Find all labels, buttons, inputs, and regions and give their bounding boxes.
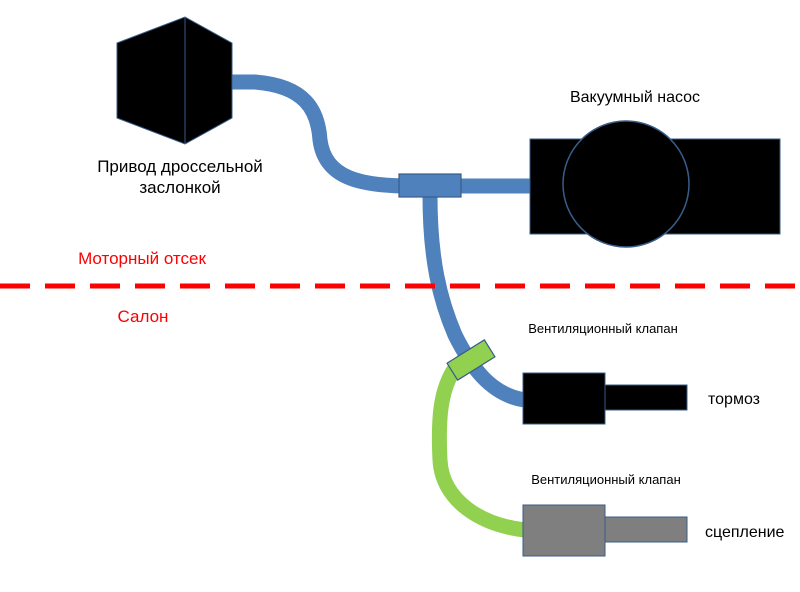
check-valve xyxy=(446,339,496,381)
vacuum-pump-rotor xyxy=(562,120,690,248)
vent-valve-bottom-label: Вентиляционный клапан xyxy=(531,472,681,487)
hose-green-to-clutch xyxy=(431,363,526,538)
vacuum-pump-label: Вакуумный насос xyxy=(570,89,700,106)
tee-connector xyxy=(398,173,462,198)
hose-tee-to-brake xyxy=(422,195,527,408)
throttle-actuator xyxy=(116,16,233,145)
throttle-label-line1: Привод дроссельной xyxy=(97,157,263,176)
engine-bay-label: Моторный отсек xyxy=(78,249,206,268)
clutch-label: сцепление xyxy=(705,524,785,541)
vent-valve-top-label: Вентиляционный клапан xyxy=(528,321,678,336)
brake-servo-body xyxy=(522,372,606,425)
cabin-label: Салон xyxy=(118,307,169,326)
brake-label: тормоз xyxy=(708,391,760,408)
brake-servo-rod xyxy=(604,384,688,411)
hose-throttle-to-tee xyxy=(228,74,411,194)
throttle-label-line2: заслонкой xyxy=(139,178,220,197)
clutch-servo-rod xyxy=(604,516,688,543)
clutch-servo-body xyxy=(522,504,606,557)
